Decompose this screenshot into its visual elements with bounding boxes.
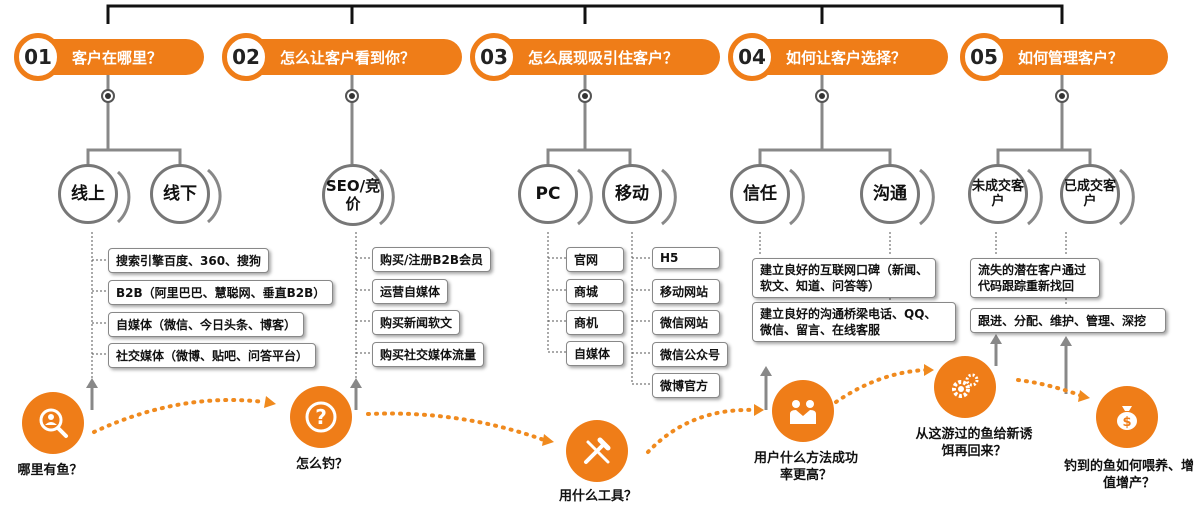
question-icon: ?: [290, 386, 352, 448]
step-04: 如何让客户选择？ 04: [728, 33, 948, 81]
step-pill: 客户在哪里？: [36, 39, 204, 75]
bottom-label: 从这游过的鱼给新诱饵再回来？: [915, 427, 1033, 459]
bottom-label: 哪里有鱼？: [17, 463, 83, 478]
circle-converted: 已成交客户: [1060, 164, 1120, 224]
bottom-label: 用什么工具？: [558, 489, 637, 504]
list-item: 社交媒体（微博、贴吧、问答平台）: [108, 343, 317, 368]
list-item: 流失的潜在客户通过代码跟踪重新找回: [970, 258, 1100, 298]
list-item: 跟进、分配、维护、管理、深挖: [970, 308, 1166, 333]
list-item: H5: [652, 247, 720, 269]
list-item: 微博官方: [652, 373, 720, 398]
list-item: 运营自媒体: [372, 279, 449, 304]
step-pill: 如何管理客户？: [982, 39, 1168, 75]
list-item: 移动网站: [652, 279, 720, 304]
list-item: 微信公众号: [652, 342, 728, 367]
step-title: 怎么让客户看到你？: [280, 48, 416, 67]
step-title: 客户在哪里？: [72, 48, 163, 67]
step-number-badge: 05: [960, 33, 1008, 81]
step-title: 如何管理客户？: [1018, 48, 1124, 67]
step-title: 怎么展现吸引住客户？: [528, 48, 679, 67]
circle-unconverted: 未成交客户: [968, 164, 1028, 224]
bottom-label: 钓到的鱼如何喂养、增值增产？: [1063, 459, 1194, 491]
list-item: 商城: [566, 279, 624, 304]
gears-icon: [934, 356, 996, 418]
step-03: 怎么展现吸引住客户？ 03: [470, 33, 720, 81]
search-person-icon: [22, 392, 84, 454]
list-item: 搜索引擎百度、360、搜狗: [108, 248, 270, 273]
list-item: 微信网站: [652, 310, 720, 335]
list-item: 自媒体: [566, 341, 624, 366]
step-pill: 怎么让客户看到你？: [244, 39, 462, 75]
circle-seo: SEO/竞价: [322, 164, 384, 226]
step-01: 客户在哪里？ 01: [14, 33, 204, 81]
circle-trust: 信任: [730, 164, 790, 224]
list-item: 商机: [566, 310, 624, 335]
step-05: 如何管理客户？ 05: [960, 33, 1168, 81]
svg-text:$: $: [1122, 415, 1131, 430]
circle-offline: 线下: [150, 164, 210, 224]
circle-online: 线上: [58, 164, 118, 224]
circle-mobile: 移动: [602, 164, 662, 224]
bottom-label: 用户什么方法成功率更高？: [754, 451, 859, 483]
step-number-badge: 04: [728, 33, 776, 81]
step-number-badge: 01: [14, 33, 62, 81]
list-item: 自媒体（微信、今日头条、博客）: [108, 312, 305, 337]
bottom-label: 怎么钓？: [295, 457, 348, 472]
tools-icon: [566, 420, 628, 482]
step-number-badge: 02: [222, 33, 270, 81]
list-item: 建立良好的沟通桥梁电话、QQ、微信、留言、在线客服: [752, 302, 956, 342]
step-pill: 如何让客户选择？: [750, 39, 948, 75]
circle-pc: PC: [518, 164, 578, 224]
handshake-icon: [772, 380, 834, 442]
list-item: 官网: [566, 247, 624, 272]
step-number-badge: 03: [470, 33, 518, 81]
money-bag-icon: $: [1096, 386, 1158, 448]
circle-communication: 沟通: [860, 164, 920, 224]
list-item: B2B（阿里巴巴、慧聪网、垂直B2B）: [108, 280, 334, 305]
step-02: 怎么让客户看到你？ 02: [222, 33, 462, 81]
list-item: 购买/注册B2B会员: [372, 247, 492, 272]
list-item: 购买社交媒体流量: [372, 342, 485, 367]
list-item: 建立良好的互联网口碑（新闻、软文、知道、问答等）: [752, 258, 936, 298]
svg-text:?: ?: [315, 405, 327, 429]
list-item: 购买新闻软文: [372, 310, 461, 335]
step-pill: 怎么展现吸引住客户？: [492, 39, 720, 75]
step-title: 如何让客户选择？: [786, 48, 907, 67]
